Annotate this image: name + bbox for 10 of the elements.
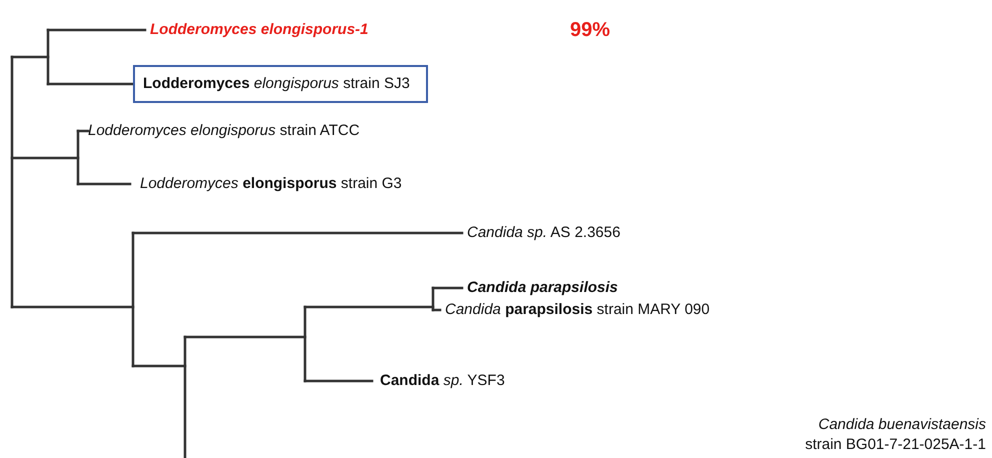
highlight-box: Lodderomyces elongisporus strain SJ3 xyxy=(133,65,428,103)
species-label: Lodderomyces elongisporus-1 xyxy=(150,20,368,40)
species-label: Candida sp. YSF3 xyxy=(380,371,505,391)
species-label: Candida parapsilosis xyxy=(467,278,618,298)
species-label: Candida sp. AS 2.3656 xyxy=(467,223,620,243)
species-label: Candida parapsilosis strain MARY 090 xyxy=(445,300,710,320)
species-label: Lodderomyces elongisporus strain G3 xyxy=(140,174,402,194)
species-label: Candida buenavistaensis strain BG01-7-21-025A-1-1 xyxy=(804,415,986,455)
similarity-percentage: 99% xyxy=(570,20,610,40)
species-label: Lodderomyces elongisporus strain ATCC xyxy=(88,121,360,141)
